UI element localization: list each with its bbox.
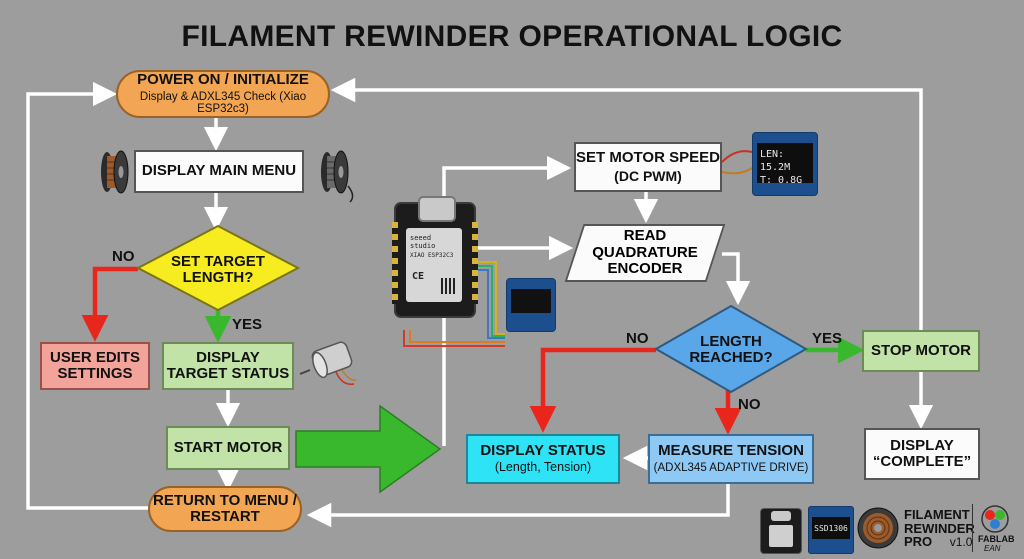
arrow-tension-to-return bbox=[306, 484, 730, 528]
edge-label-yes-target: YES bbox=[232, 316, 263, 333]
user-edits-node: USER EDITS SETTINGS bbox=[40, 342, 150, 390]
filament-spool-icon bbox=[321, 150, 354, 203]
measure-tension-node: MEASURE TENSION (ADXL345 ADAPTIVE DRIVE) bbox=[648, 434, 814, 484]
power-on-sub: Display & ADXL345 Check (Xiao ESP32c3) bbox=[139, 90, 307, 116]
return-menu-label: RETURN TO MENU / RESTART bbox=[153, 491, 297, 525]
display-status-sub: (Length, Tension) bbox=[494, 460, 592, 475]
fablab-label: FABLAB bbox=[978, 534, 1015, 544]
set-speed-label: SET MOTOR SPEED bbox=[576, 148, 720, 166]
read-encoder-node: READ QUADRATURE ENCODER bbox=[574, 224, 716, 282]
page-title: FILAMENT REWINDER OPERATIONAL LOGIC bbox=[181, 20, 843, 53]
board-brand: seeed studio bbox=[410, 234, 436, 250]
filament-spool-icon bbox=[101, 150, 129, 194]
start-motor-node: START MOTOR bbox=[166, 426, 290, 470]
set-speed-node: SET MOTOR SPEED (DC PWM) bbox=[574, 142, 722, 192]
product-line-3: PRO bbox=[904, 534, 933, 550]
big-green-arrow bbox=[295, 404, 442, 494]
target-status-label: DISPLAY TARGET STATUS bbox=[166, 348, 290, 382]
oled-line-2: T: 0.8G bbox=[760, 175, 803, 186]
board-wire bbox=[476, 265, 505, 337]
pin-row-right bbox=[472, 222, 478, 304]
oled-readout-screen: LEN: 15.2M T: 0.8G bbox=[757, 143, 813, 186]
board-wire bbox=[409, 330, 505, 343]
decision-set-target-shape bbox=[135, 224, 301, 312]
edge-label-no-length: NO bbox=[626, 330, 649, 347]
set-target-node: SET TARGET LENGTH? bbox=[160, 252, 276, 288]
stop-motor-label: STOP MOTOR bbox=[870, 341, 972, 359]
footer-divider bbox=[972, 504, 973, 552]
edge-label-yes-length: YES bbox=[812, 330, 843, 347]
oled-screen bbox=[511, 289, 551, 313]
set-target-label: SET TARGET LENGTH? bbox=[171, 252, 265, 286]
length-reached-node: LENGTH REACHED? bbox=[676, 332, 786, 368]
filament-spool-icon bbox=[857, 507, 899, 549]
measure-tension-sub: (ADXL345 ADAPTIVE DRIVE) bbox=[653, 461, 809, 474]
arrow-start-to-speed bbox=[442, 155, 572, 446]
length-reached-label: LENGTH REACHED? bbox=[689, 332, 773, 366]
display-status-node: DISPLAY STATUS (Length, Tension) bbox=[466, 434, 620, 484]
board-chip: seeed studio XIAO ESP32C3 CE bbox=[406, 228, 462, 302]
board-wire bbox=[476, 261, 505, 335]
product-name: FILAMENT REWINDER PRO v1.0 bbox=[904, 508, 975, 549]
usb-c-port bbox=[418, 196, 456, 222]
fablab-sub: EAN bbox=[984, 544, 1001, 553]
dc-motor-icon bbox=[299, 341, 357, 385]
qr-code-icon bbox=[441, 278, 457, 294]
board-wire bbox=[476, 269, 505, 339]
edge-label-no-length-down: NO bbox=[738, 396, 761, 413]
power-on-label: POWER ON / INITIALIZE bbox=[137, 71, 309, 89]
oled-display-icon: SSD1306 bbox=[808, 506, 854, 554]
product-line-2: REWINDER bbox=[904, 520, 975, 536]
product-version: v1.0 bbox=[949, 535, 973, 550]
target-status-node: DISPLAY TARGET STATUS bbox=[162, 342, 294, 390]
arrow-stop-to-power bbox=[330, 77, 923, 332]
board-model: XIAO ESP32C3 bbox=[410, 252, 454, 259]
oled-chip-screen: SSD1306 bbox=[812, 517, 850, 539]
arrow-encoder-to-length bbox=[722, 252, 751, 306]
oled-line-1: LEN: 15.2M bbox=[760, 149, 791, 173]
display-complete-label: DISPLAY “COMPLETE” bbox=[872, 436, 972, 470]
main-menu-node: DISPLAY MAIN MENU bbox=[134, 150, 304, 193]
read-encoder-label: READ QUADRATURE ENCODER bbox=[592, 227, 698, 278]
set-speed-sub: (DC PWM) bbox=[614, 168, 682, 185]
decision-length-shape bbox=[653, 304, 809, 394]
oled-chip-label: SSD1306 bbox=[814, 523, 848, 533]
arrow-length-no bbox=[529, 347, 656, 433]
main-menu-label: DISPLAY MAIN MENU bbox=[141, 162, 297, 180]
display-complete-node: DISPLAY “COMPLETE” bbox=[864, 428, 980, 480]
pin-row-left bbox=[392, 222, 398, 304]
oled-display-icon: LEN: 15.2M T: 0.8G bbox=[752, 132, 818, 196]
oled-wire bbox=[721, 150, 753, 163]
power-on-node: POWER ON / INITIALIZE Display & ADXL345 … bbox=[116, 70, 330, 118]
board-ce: CE bbox=[412, 271, 425, 282]
edge-label-no-target: NO bbox=[112, 248, 135, 265]
measure-tension-label: MEASURE TENSION bbox=[658, 442, 804, 460]
board-wire bbox=[403, 330, 505, 347]
arrow-return-to-power bbox=[26, 81, 150, 510]
oled-wire bbox=[721, 167, 753, 175]
product-line-1: FILAMENT bbox=[904, 507, 970, 522]
user-edits-label: USER EDITS SETTINGS bbox=[49, 348, 140, 382]
board-chip bbox=[769, 525, 793, 547]
start-motor-label: START MOTOR bbox=[173, 438, 283, 456]
product-line-3-row: PRO v1.0 bbox=[904, 535, 975, 549]
arrow-decision-no bbox=[81, 266, 138, 342]
xiao-board-icon: seeed studio XIAO ESP32C3 CE bbox=[392, 196, 478, 318]
return-menu-node: RETURN TO MENU / RESTART bbox=[148, 486, 302, 532]
stop-motor-node: STOP MOTOR bbox=[862, 330, 980, 372]
usb-c-port bbox=[771, 511, 791, 521]
oled-display-icon bbox=[506, 278, 556, 332]
display-status-label: DISPLAY STATUS bbox=[480, 441, 606, 459]
fablab-logo-icon bbox=[981, 505, 1009, 533]
xiao-board-icon bbox=[760, 508, 802, 554]
